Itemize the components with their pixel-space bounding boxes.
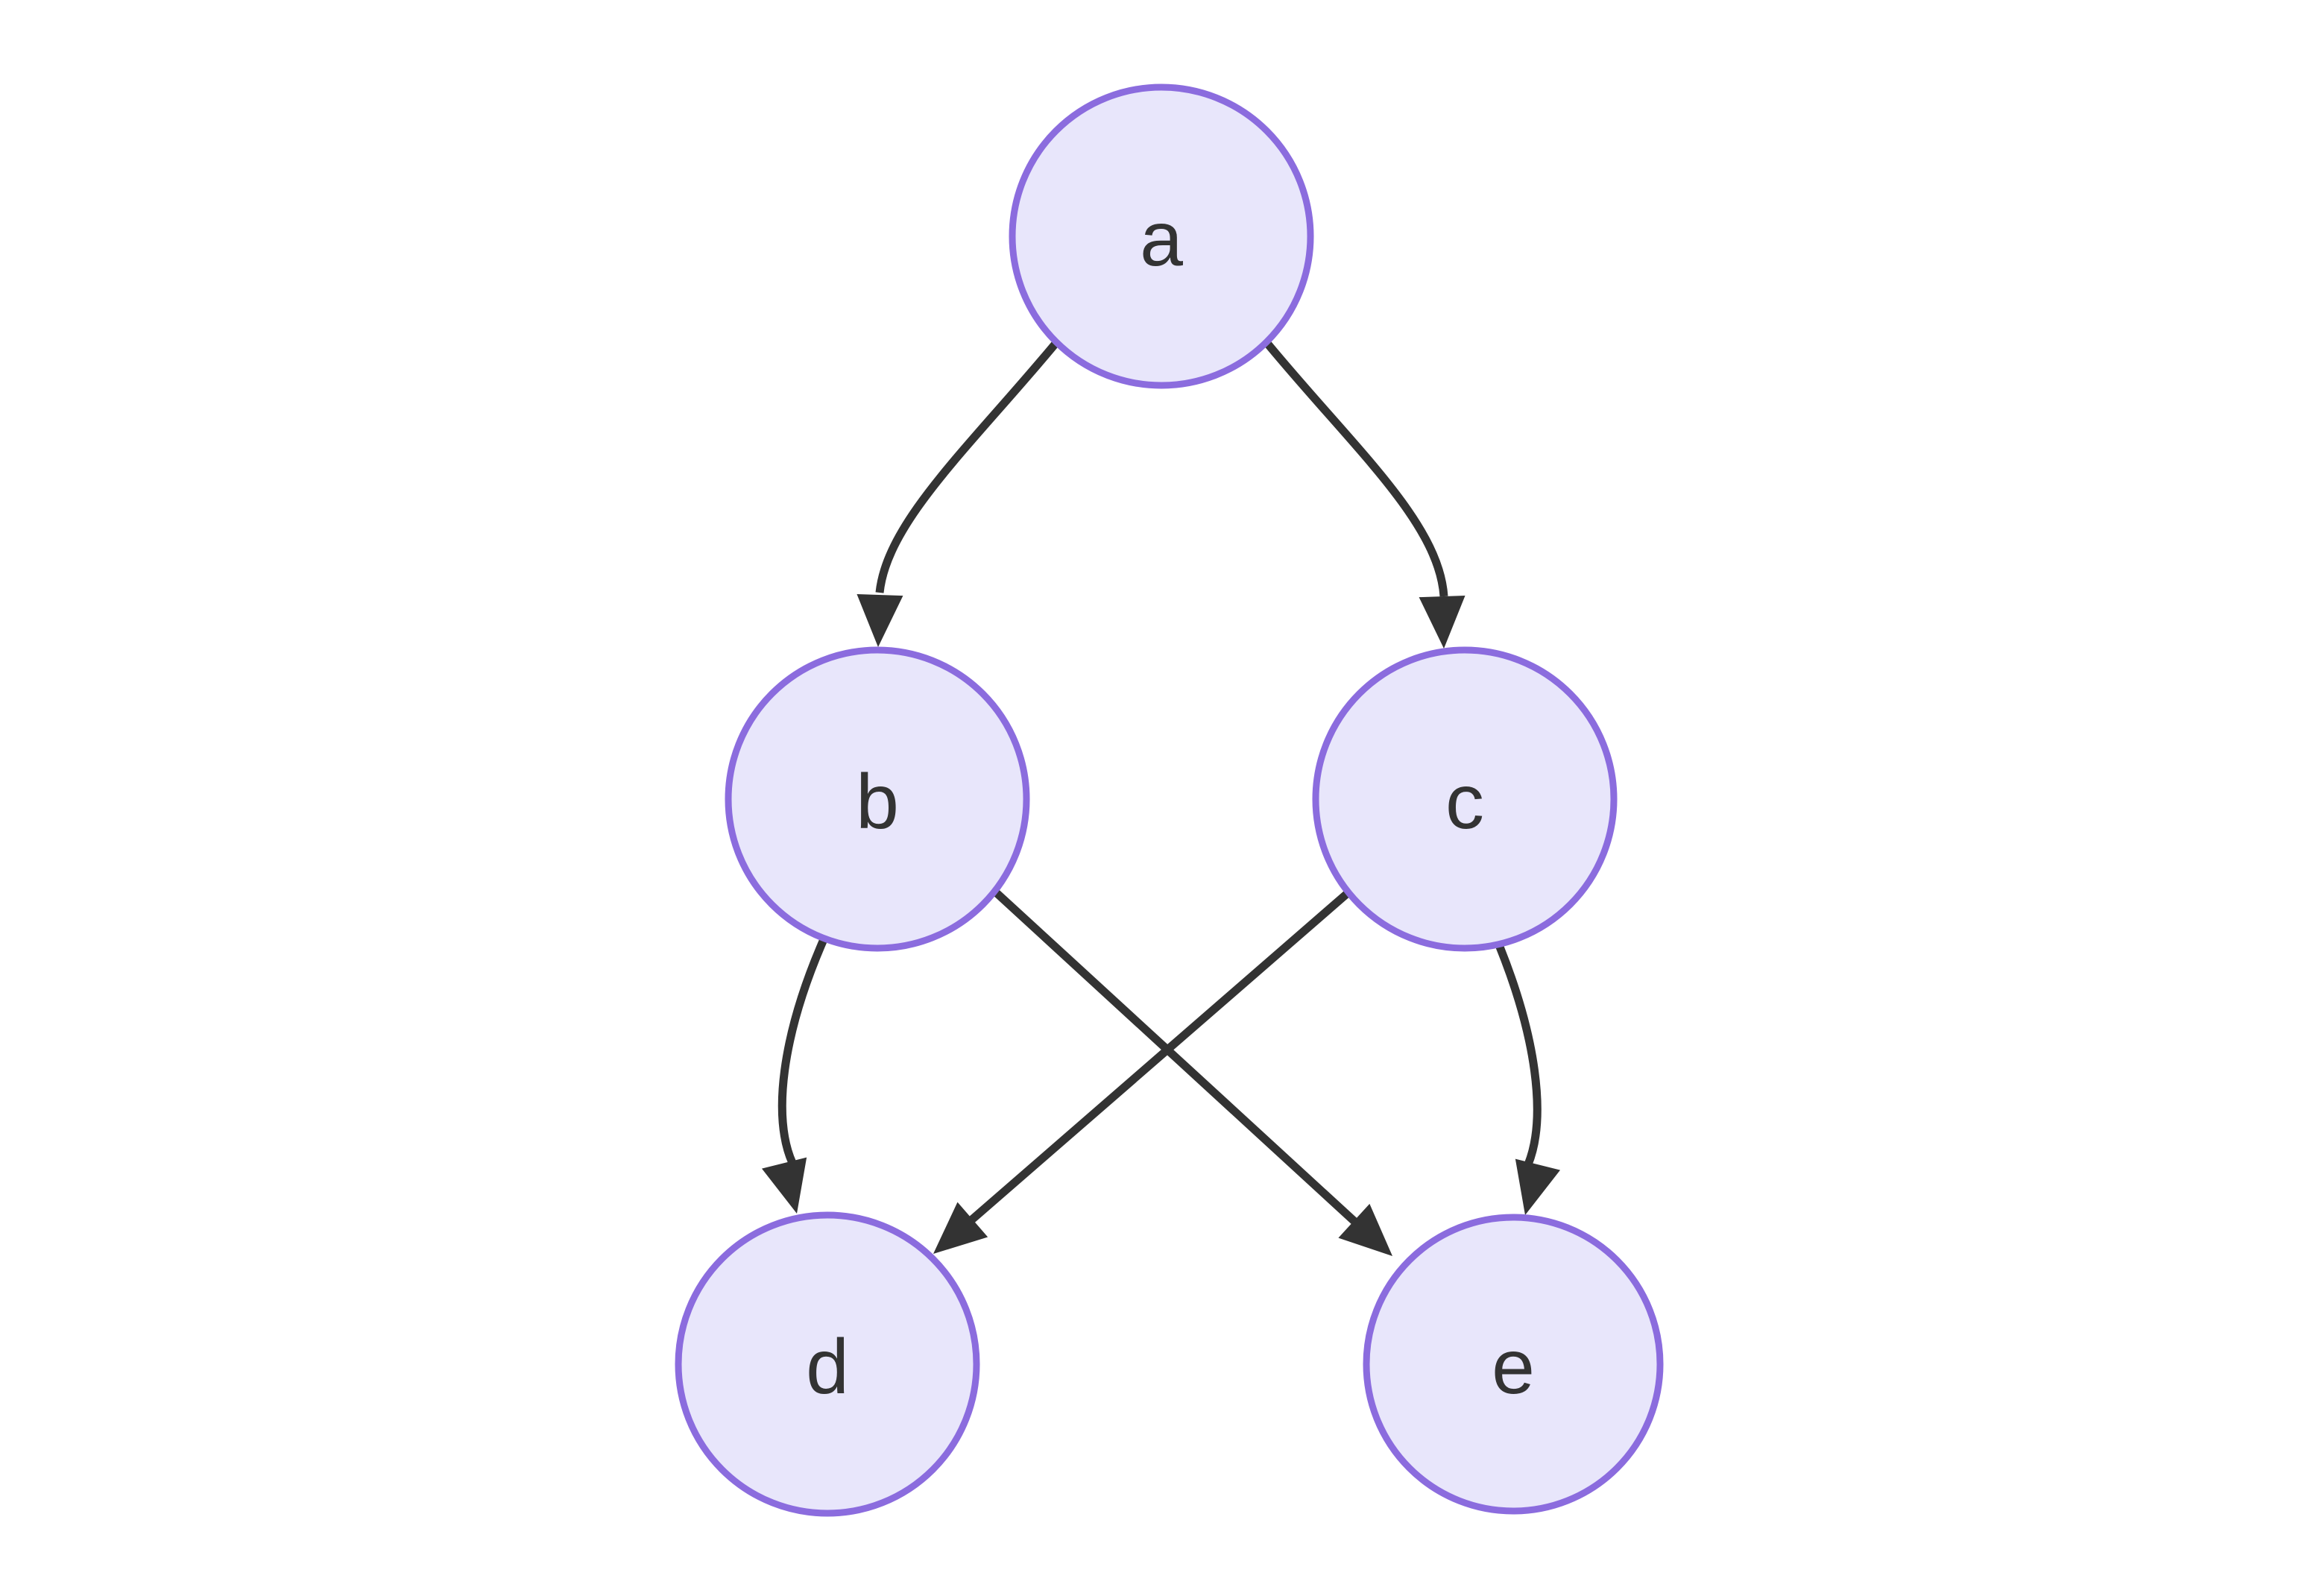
arrowhead-b-e xyxy=(1338,1203,1392,1256)
node-label-b: b xyxy=(856,759,899,845)
edge-line-c-e xyxy=(1492,936,1542,1167)
node-b[interactable]: b xyxy=(725,646,1030,952)
node-label-e: e xyxy=(1492,1324,1535,1410)
node-shape-e[interactable] xyxy=(1363,1214,1664,1515)
node-e[interactable]: e xyxy=(1363,1214,1664,1515)
arrowhead-a-b xyxy=(856,593,903,647)
edge-c-e[interactable] xyxy=(1492,936,1561,1220)
arrowhead-c-d xyxy=(933,1202,988,1254)
edge-line-a-b xyxy=(875,341,1059,593)
edge-b-d[interactable] xyxy=(761,936,829,1219)
edge-c-d[interactable] xyxy=(918,889,1351,1271)
node-shape-c[interactable] xyxy=(1312,646,1618,952)
edges-layer xyxy=(761,338,1561,1273)
edge-a-b[interactable] xyxy=(855,341,1059,648)
node-shape-d[interactable] xyxy=(675,1211,980,1517)
node-shape-a[interactable] xyxy=(1009,83,1314,389)
arrowhead-a-c xyxy=(1419,595,1466,649)
node-c[interactable]: c xyxy=(1312,646,1618,952)
node-label-d: d xyxy=(806,1324,849,1410)
arrowhead-b-d xyxy=(761,1157,807,1214)
node-a[interactable]: a xyxy=(1009,83,1314,389)
edge-line-c-d xyxy=(947,889,1351,1243)
node-shape-b[interactable] xyxy=(725,646,1030,952)
arrowhead-c-e xyxy=(1515,1158,1561,1215)
node-label-a: a xyxy=(1140,196,1183,283)
nodes-layer: a b c d e xyxy=(675,83,1664,1517)
edge-line-b-e xyxy=(994,889,1379,1245)
node-label-c: c xyxy=(1445,759,1484,845)
edge-line-a-c xyxy=(1262,338,1448,597)
edge-b-e[interactable] xyxy=(994,889,1408,1273)
edge-a-c[interactable] xyxy=(1262,338,1467,649)
node-d[interactable]: d xyxy=(675,1211,980,1517)
edge-line-b-d xyxy=(777,936,829,1165)
